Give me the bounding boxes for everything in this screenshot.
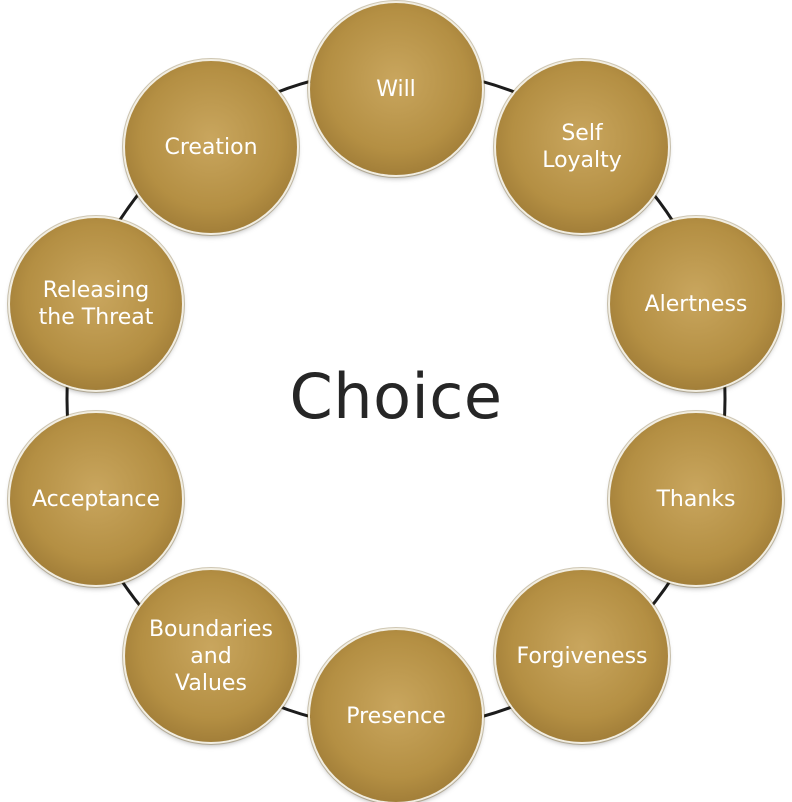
node-creation: Creation	[125, 61, 297, 233]
center-label: Choice	[289, 360, 503, 433]
node-thanks: Thanks	[610, 413, 782, 585]
node-self-loyalty: Self Loyalty	[496, 61, 668, 233]
node-boundaries-and-values: Boundaries and Values	[125, 570, 297, 742]
node-label: Self Loyalty	[542, 121, 622, 173]
node-forgiveness: Forgiveness	[496, 570, 668, 742]
node-label: Forgiveness	[516, 643, 648, 669]
node-label: Releasing the Threat	[38, 278, 154, 330]
node-label: Alertness	[644, 291, 748, 317]
node-label: Creation	[164, 134, 258, 160]
node-label: Thanks	[656, 486, 736, 512]
node-label: Will	[376, 76, 416, 102]
node-label: Presence	[346, 703, 446, 729]
node-releasing-the-threat: Releasing the Threat	[10, 218, 182, 390]
node-label: Boundaries and Values	[148, 616, 274, 696]
node-alertness: Alertness	[610, 218, 782, 390]
node-will: Will	[310, 3, 482, 175]
node-acceptance: Acceptance	[10, 413, 182, 585]
node-label: Acceptance	[31, 486, 161, 512]
node-presence: Presence	[310, 630, 482, 802]
